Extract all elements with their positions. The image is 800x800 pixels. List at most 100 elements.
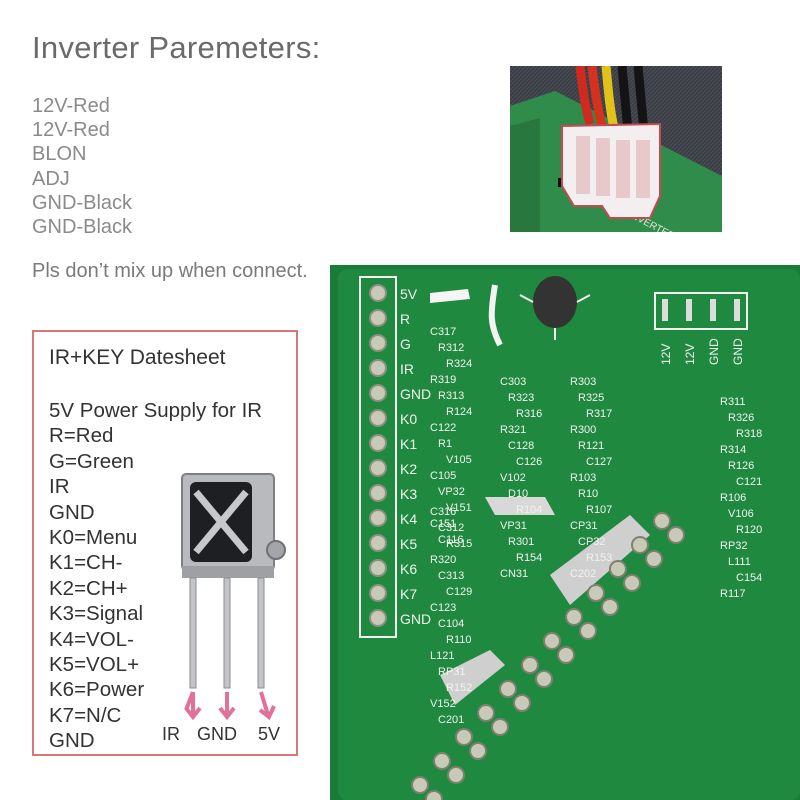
silkscreen-label: CN31: [500, 568, 528, 580]
header-label: K1: [400, 436, 417, 452]
silkscreen-label: R152: [446, 682, 472, 694]
inverter-param: 12V-Red: [32, 119, 110, 142]
silkscreen-label: R126: [728, 460, 754, 472]
inverter-param: GND-Black: [32, 216, 133, 239]
header-pad: [369, 484, 387, 502]
connector-pin: [433, 752, 451, 770]
connector-pin: [535, 670, 553, 688]
silkscreen-label: C129: [446, 586, 472, 598]
header-label: R: [400, 311, 410, 327]
silkscreen-label: C313: [438, 570, 464, 582]
inverter-param: 12V-Red: [32, 95, 110, 117]
silkscreen-label: R106: [720, 492, 746, 504]
silkscreen-label: C201: [438, 714, 464, 726]
connector-pin: [543, 632, 561, 650]
connector-pin: [477, 704, 495, 722]
silkscreen-label: L111: [728, 556, 751, 568]
datasheet-line: K0=Menu: [49, 526, 138, 550]
silkscreen-label: C128: [508, 440, 534, 452]
connector-pin: [653, 512, 671, 530]
silkscreen-label: C312: [438, 522, 464, 534]
header-pad: [369, 334, 387, 352]
datasheet-line: GND: [49, 729, 95, 753]
silkscreen-label: C127: [586, 456, 612, 468]
silkscreen-label: C123: [430, 602, 456, 614]
datasheet-line: IR: [49, 475, 70, 499]
connector-illustration: INVERTER: [510, 66, 722, 232]
silkscreen-label: V152: [430, 698, 456, 710]
silkscreen-label: CP31: [570, 520, 598, 532]
silkscreen-label: R121: [578, 440, 604, 452]
connector-pin: [579, 622, 597, 640]
header-pad: [369, 459, 387, 477]
header-pad: [369, 284, 387, 302]
header-label: GND: [400, 611, 431, 627]
silkscreen-label: R303: [570, 376, 596, 388]
connector-pin: [425, 790, 443, 800]
header-pad: [369, 434, 387, 452]
silkscreen-label: R317: [586, 408, 612, 420]
header-pad: [369, 509, 387, 527]
silkscreen-label: R104: [516, 504, 542, 516]
silkscreen-label: VP31: [500, 520, 527, 532]
silkscreen-label: L121: [430, 650, 454, 662]
silkscreen-label: R120: [736, 524, 762, 536]
ir-receiver-icon: [181, 473, 286, 721]
silkscreen-label: R10: [578, 488, 598, 500]
pin-label-5v: 5V: [258, 724, 281, 744]
silkscreen-label: CP32: [578, 536, 606, 548]
silkscreen-label: R318: [736, 428, 762, 440]
silkscreen-label: C317: [430, 326, 456, 338]
silkscreen-label: C121: [736, 476, 762, 488]
connector-pin: [491, 718, 509, 736]
header-pad: [369, 409, 387, 427]
header-label: IR: [400, 361, 414, 377]
inverter-parameter-list: 12V-Red 12V-Red BLON ADJ GND-Black GND-B…: [32, 94, 132, 239]
datasheet-line: K5=VOL+: [49, 653, 140, 677]
inverter-pin: [734, 299, 740, 321]
silkscreen-label: R301: [508, 536, 534, 548]
connection-warning: Pls don’t mix up when connect.: [32, 260, 308, 282]
silkscreen-label: C126: [516, 456, 542, 468]
header-pad: [369, 384, 387, 402]
silkscreen-label: C116: [438, 534, 463, 546]
silkscreen-label: V105: [446, 454, 472, 466]
silkscreen-label: C303: [500, 376, 526, 388]
datasheet-pin-list: 5V Power Supply for IR R=Red G=Green IR …: [49, 398, 262, 754]
silkscreen-label: R107: [586, 504, 612, 516]
connector-pin: [667, 526, 685, 544]
page-title: Inverter Paremeters:: [32, 30, 321, 65]
silkscreen-label: C316: [430, 506, 456, 518]
inverter-param: GND-Black: [32, 191, 133, 214]
silkscreen-label: R124: [446, 406, 472, 418]
pin-label-gnd: GND: [197, 724, 237, 744]
header-pad: [369, 559, 387, 577]
datasheet-line: K1=CH-: [49, 551, 123, 575]
silkscreen-label: R300: [570, 424, 596, 436]
silkscreen-label: V151: [446, 502, 472, 514]
silkscreen-label: R313: [438, 390, 464, 402]
connector-pin: [609, 560, 627, 578]
silkscreen-label: R312: [438, 342, 464, 354]
datasheet-line: G=Green: [49, 449, 134, 473]
silkscreen-label: R320: [430, 554, 456, 566]
header-label: K2: [400, 461, 417, 477]
silkscreen-label: RP31: [438, 666, 466, 678]
header-label: K7: [400, 586, 417, 602]
silkscreen-label: R324: [446, 358, 472, 370]
silkscreen-label: RP32: [720, 540, 748, 552]
header-label: K3: [400, 486, 417, 502]
inverter-pin-label: GND: [707, 338, 721, 365]
silkscreen-label: R117: [720, 588, 745, 600]
header-label: K5: [400, 536, 417, 552]
silkscreen-label: R103: [570, 472, 596, 484]
silkscreen-label: R316: [516, 408, 542, 420]
connector-pin: [455, 728, 473, 746]
header-label: K4: [400, 511, 417, 527]
inverter-pin: [710, 299, 716, 321]
silkscreen-label: R110: [446, 634, 471, 646]
header-pad: [369, 309, 387, 327]
connector-pin: [447, 766, 465, 784]
inverter-pin: [662, 299, 668, 321]
